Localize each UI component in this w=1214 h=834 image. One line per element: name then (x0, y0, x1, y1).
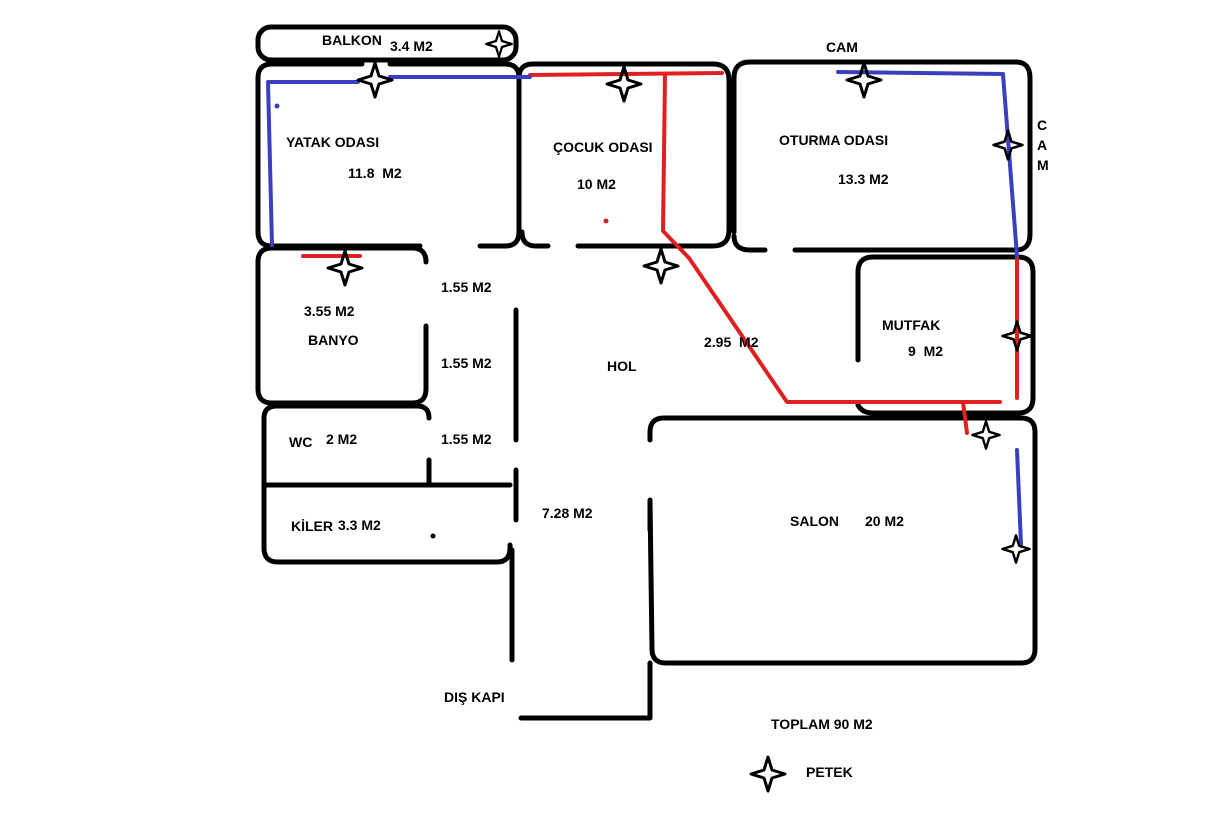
radiator-hol-icon (642, 247, 680, 285)
wall-oturma-odasi (731, 59, 1033, 253)
wall-wc (261, 403, 513, 565)
kiler-name: KİLER (291, 518, 333, 534)
entrance-label: DIŞ KAPI (444, 689, 505, 705)
cocuk-odasi-area: 10 M2 (577, 176, 616, 192)
legend-radiator-label: PETEK (806, 764, 853, 780)
wall-entrance (518, 660, 653, 721)
return-pipe-oturma (836, 70, 1019, 258)
return-pipe-salon (1015, 448, 1023, 546)
hol-area: 2.95 M2 (704, 334, 759, 350)
corridor-area-4: 7.28 M2 (542, 505, 593, 521)
banyo-area: 3.55 M2 (304, 303, 355, 319)
balkon-name: BALKON (322, 32, 382, 48)
radiator-oturma-odasi-icon (845, 61, 883, 99)
radiator-salon-right-icon (1001, 534, 1031, 564)
walls (255, 24, 1038, 721)
window-top-label: CAM (826, 39, 858, 55)
mutfak-name: MUTFAK (882, 317, 940, 333)
yatak-odasi-area: 11.8 M2 (348, 165, 402, 181)
supply-pipe-main (528, 71, 1019, 435)
pipe-dot-red (603, 218, 609, 224)
window-side-letter-1: C (1037, 117, 1047, 133)
wc-name: WC (289, 434, 312, 450)
window-side-letter-3: M (1037, 157, 1049, 173)
salon-name: SALON (790, 513, 839, 529)
corridor-area-2: 1.55 M2 (441, 355, 492, 371)
radiator-balkon-icon (485, 30, 513, 58)
window-side-letter-2: A (1037, 137, 1047, 153)
wall-balkon (255, 24, 519, 63)
pipe-dot-black (430, 533, 436, 539)
banyo-name: BANYO (308, 332, 359, 348)
cocuk-odasi-name: ÇOCUK ODASI (553, 139, 653, 155)
wall-mutfak (855, 254, 1036, 416)
corridor-area-3: 1.55 M2 (441, 431, 492, 447)
balkon-area: 3.4 M2 (390, 38, 433, 54)
wall-salon (647, 415, 1038, 666)
oturma-odasi-area: 13.3 M2 (838, 171, 889, 187)
wall-banyo (255, 245, 429, 406)
salon-area: 20 M2 (865, 513, 904, 529)
labels: BALKON 3.4 M2 CAM C A M YATAK ODASI 11.8… (286, 32, 1049, 780)
yatak-odasi-name: YATAK ODASI (286, 134, 379, 150)
corridor-area-1: 1.55 M2 (441, 279, 492, 295)
kiler-area: 3.3 M2 (338, 517, 381, 533)
wall-hol-left (509, 307, 519, 663)
legend-radiator-icon (749, 755, 787, 793)
radiator-yatak-odasi-icon (356, 61, 394, 99)
return-pipe-yatak (266, 75, 532, 247)
total-area: TOPLAM 90 M2 (771, 716, 873, 732)
pipe-dot-blue (274, 103, 280, 109)
wall-yatak-odasi (255, 61, 522, 249)
wc-area: 2 M2 (326, 431, 357, 447)
wall-cocuk-odasi (516, 61, 732, 249)
mutfak-area: 9 M2 (908, 343, 943, 359)
hol-name: HOL (607, 358, 637, 374)
oturma-odasi-name: OTURMA ODASI (779, 132, 888, 148)
radiator-salon-top-icon (971, 420, 1001, 450)
